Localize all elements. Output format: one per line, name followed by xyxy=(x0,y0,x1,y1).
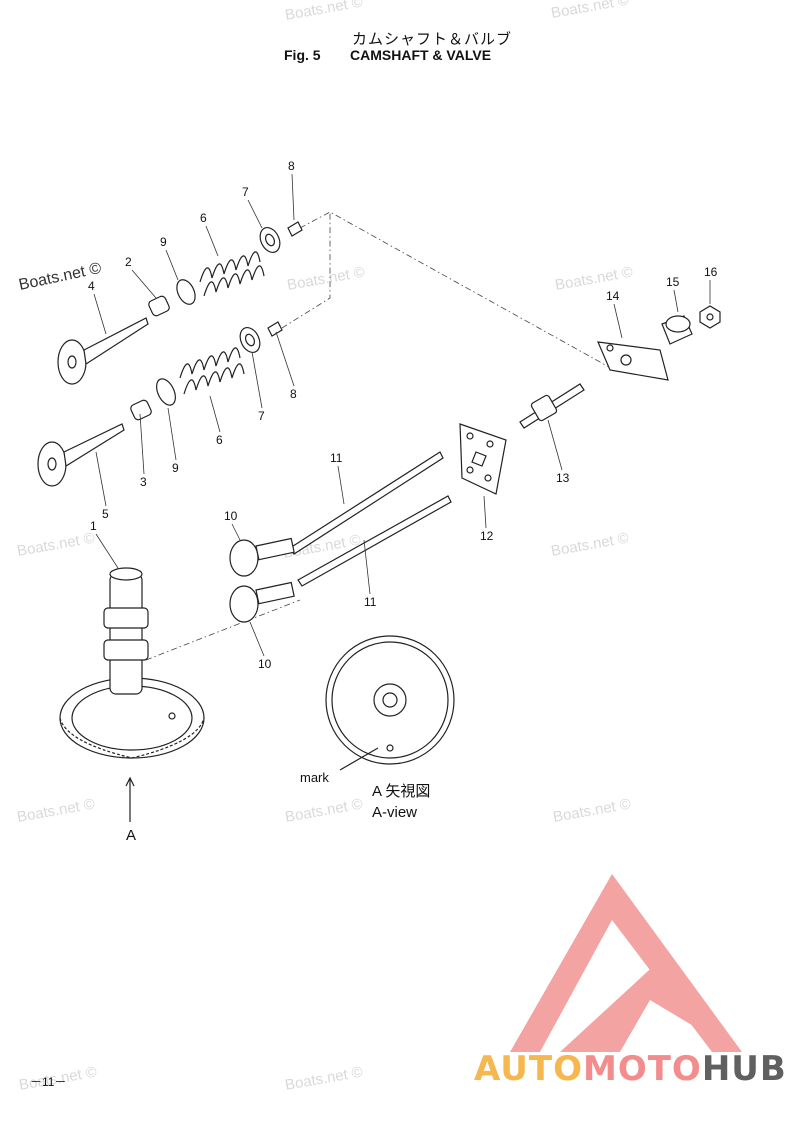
callout: 5 xyxy=(102,507,109,521)
valve-stem xyxy=(83,317,149,366)
spring-seat xyxy=(156,378,176,406)
logo-part-moto: MOTO xyxy=(582,1049,702,1089)
callout: 11 xyxy=(364,595,377,609)
watermark: Boats.net © xyxy=(286,264,366,294)
cam-lobe xyxy=(103,639,149,661)
valve-stem xyxy=(63,423,125,467)
figure-title-row: Fig. 5 CAMSHAFT & VALVE xyxy=(284,47,491,63)
watermark: Boats.net © xyxy=(16,796,96,826)
camshaft-assembly xyxy=(59,567,205,759)
logo-part-hub: HUB xyxy=(701,1049,787,1089)
upper-valve-assembly xyxy=(57,221,303,385)
valve-spring xyxy=(199,251,265,297)
title-japanese: カムシャフト＆バルブ xyxy=(352,30,513,48)
logo-triangle xyxy=(510,874,742,1052)
callout: 6 xyxy=(200,211,207,225)
watermark: Boats.net © xyxy=(284,1064,364,1094)
callout-layer: 1 2 3 4 5 6 6 7 7 8 8 9 9 10 10 11 11 12… xyxy=(88,159,718,671)
callout: 2 xyxy=(125,255,132,269)
watermark-layer: Boats.net © Boats.net © Boats.net © Boat… xyxy=(16,0,634,1094)
rocker-arm xyxy=(597,341,669,381)
valve-spring xyxy=(179,347,245,395)
callout: 8 xyxy=(290,387,297,401)
watermark: Boats.net © xyxy=(554,264,634,294)
callout: 1 xyxy=(90,519,97,533)
callout: 15 xyxy=(666,275,680,289)
callout: 16 xyxy=(704,265,718,279)
spring-seat xyxy=(176,279,196,305)
rocker-assembly xyxy=(519,305,721,429)
page-number: －11－ xyxy=(30,1075,67,1089)
a-view-label-jp: A 矢視図 xyxy=(372,783,430,800)
watermark: Boats.net © xyxy=(550,0,630,22)
callout: 4 xyxy=(88,279,95,293)
leader-lines xyxy=(93,173,711,657)
a-view-labels: A mark A 矢視図 A-view xyxy=(126,770,430,844)
view-arrow-label: A xyxy=(126,827,136,844)
push-rod xyxy=(297,495,452,587)
valve-cotter xyxy=(267,321,283,337)
a-view-label-en: A-view xyxy=(372,804,417,821)
callout: 3 xyxy=(140,475,147,489)
watermark: Boats.net © xyxy=(284,0,364,24)
watermark: Boats.net © xyxy=(552,796,632,826)
callout: 12 xyxy=(480,529,494,543)
watermark: Boats.net © xyxy=(16,530,96,560)
watermark: Boats.net © xyxy=(284,796,364,826)
cam-lobe xyxy=(103,607,149,629)
callout: 7 xyxy=(242,185,249,199)
a-view-disc xyxy=(325,635,455,771)
figure-number: Fig. 5 xyxy=(284,47,321,63)
push-rod xyxy=(289,451,444,555)
callout: 9 xyxy=(172,461,179,475)
valve-lifter xyxy=(229,539,259,577)
callout: 8 xyxy=(288,159,295,173)
callout: 10 xyxy=(258,657,272,671)
timing-mark xyxy=(386,744,394,752)
push-rod-assembly xyxy=(229,423,507,623)
logo-part-auto: AUTO xyxy=(474,1049,583,1089)
callout: 14 xyxy=(606,289,620,303)
valve-stem-seal xyxy=(148,295,170,317)
view-arrow-a xyxy=(125,776,135,822)
callout: 10 xyxy=(224,509,238,523)
valve-lifter xyxy=(229,585,259,623)
lower-valve-assembly xyxy=(37,321,283,487)
figure-title: CAMSHAFT & VALVE xyxy=(350,47,492,63)
callout: 6 xyxy=(216,433,223,447)
callout: 7 xyxy=(258,409,265,423)
camshaft xyxy=(109,573,143,695)
mark-label: mark xyxy=(300,770,329,785)
callout: 11 xyxy=(330,451,343,465)
callout: 9 xyxy=(160,235,167,249)
watermark: Boats.net © xyxy=(550,530,630,560)
assembly-lines xyxy=(145,211,619,661)
callout: 13 xyxy=(556,471,570,485)
valve-stem-seal xyxy=(130,399,152,421)
valve-cotter xyxy=(287,221,303,237)
logo: AUTOMOTOHUB xyxy=(474,1049,787,1089)
